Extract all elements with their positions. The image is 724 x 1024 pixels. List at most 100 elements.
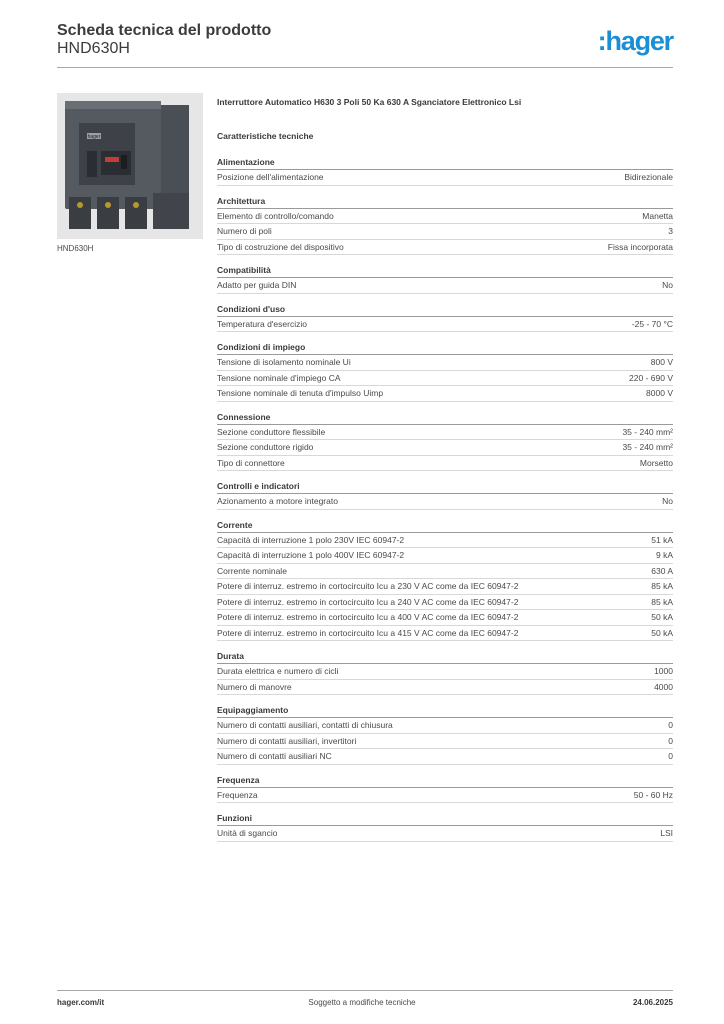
spec-label: Frequenza [217, 789, 258, 800]
product-image: hager [57, 93, 203, 239]
spec-value: 35 - 240 mm² [622, 442, 673, 452]
spec-label: Tensione nominale di tenuta d'impulso Ui… [217, 388, 384, 398]
spec-label: Numero di contatti ausiliari, contatti d… [217, 720, 393, 730]
spec-value: 0 [668, 751, 673, 761]
spec-label: Durata elettrica e numero di cicli [217, 666, 339, 676]
spec-row: Numero di manovre 4000 [217, 680, 673, 695]
spec-row: Tensione di isolamento nominale Ui 800 V [217, 355, 673, 371]
footer-website[interactable]: hager.com/it [57, 998, 105, 1007]
spec-label: Elemento di controllo/comando [217, 210, 334, 221]
section-title: Corrente [217, 519, 673, 533]
section-title: Equipaggiamento [217, 704, 673, 718]
spec-value: No [662, 280, 673, 290]
spec-value: 85 kA [651, 581, 673, 591]
header-divider [57, 67, 673, 68]
spec-label: Capacità di interruzione 1 polo 400V IEC… [217, 550, 405, 560]
section-title: Connessione [217, 411, 673, 425]
section-title: Alimentazione [217, 156, 673, 170]
spec-label: Tensione di isolamento nominale Ui [217, 357, 351, 367]
spec-value: 4000 [654, 681, 673, 692]
product-title: Interruttore Automatico H630 3 Poli 50 K… [217, 97, 522, 107]
spec-value: 50 kA [651, 627, 673, 638]
spec-value: 50 kA [651, 612, 673, 622]
section-title: Compatibilità [217, 264, 673, 278]
spec-value: 0 [668, 720, 673, 730]
spec-label: Posizione dell'alimentazione [217, 172, 324, 182]
spec-label: Potere di interruz. estremo in cortocirc… [217, 627, 519, 638]
page-title: Scheda tecnica del prodotto [57, 22, 272, 39]
spec-value: Bidirezionale [624, 172, 673, 182]
spec-row: Unità di sgancio LSI [217, 826, 673, 842]
spec-label: Corrente nominale [217, 565, 287, 576]
spec-label: Numero di poli [217, 226, 272, 236]
spec-value: 3 [668, 226, 673, 236]
spec-label: Azionamento a motore integrato [217, 496, 338, 506]
spec-label: Temperatura d'esercizio [217, 318, 307, 329]
spec-value: 800 V [650, 357, 673, 367]
svg-text:hager: hager [88, 134, 101, 140]
spec-value: Manetta [642, 210, 673, 221]
spec-value: LSI [660, 828, 673, 838]
spec-value: 35 - 240 mm² [622, 426, 673, 437]
spec-value: 50 - 60 Hz [633, 789, 673, 800]
spec-value: 51 kA [651, 534, 673, 545]
spec-row: Capacità di interruzione 1 polo 400V IEC… [217, 548, 673, 564]
circuit-breaker-icon: hager [57, 93, 203, 239]
spec-row: Numero di contatti ausiliari, contatti d… [217, 718, 673, 734]
spec-label: Potere di interruz. estremo in cortocirc… [217, 596, 519, 607]
product-code: HND630H [57, 40, 130, 57]
spec-row: Temperatura d'esercizio -25 - 70 °C [217, 317, 673, 332]
spec-row: Posizione dell'alimentazione Bidirezional… [217, 170, 673, 186]
spec-label: Adatto per guida DIN [217, 280, 297, 290]
hager-logo-text: :hager [597, 26, 675, 56]
section-title: Frequenza [217, 774, 673, 788]
spec-row: Frequenza 50 - 60 Hz [217, 788, 673, 803]
spec-value: -25 - 70 °C [631, 318, 673, 329]
spec-value: 1000 [654, 666, 673, 676]
spec-label: Numero di manovre [217, 681, 292, 692]
section-title: Funzioni [217, 812, 673, 826]
spec-row: Tensione nominale d'impiego CA 220 - 690 … [217, 371, 673, 386]
hager-logo: :hager [597, 26, 675, 56]
spec-label: Capacità di interruzione 1 polo 230V IEC… [217, 534, 405, 545]
spec-value: 220 - 690 V [629, 372, 673, 383]
spec-row: Potere di interruz. estremo in cortocirc… [217, 626, 673, 641]
spec-value: Morsetto [639, 457, 673, 468]
section-title: Condizioni di impiego [217, 341, 673, 355]
spec-row: Numero di poli 3 [217, 224, 673, 240]
spec-label: Tensione nominale d'impiego CA [217, 372, 341, 383]
spec-row: Numero di contatti ausiliari NC 0 [217, 749, 673, 765]
footer-note: Soggetto a modifiche tecniche [308, 998, 416, 1007]
spec-value: 9 kA [655, 550, 673, 560]
spec-label: Potere di interruz. estremo in cortocirc… [217, 581, 519, 591]
spec-row: Potere di interruz. estremo in cortocirc… [217, 610, 673, 626]
spec-row: Numero di contatti ausiliari, invertitor… [217, 734, 673, 749]
spec-label: Numero di contatti ausiliari, invertitor… [217, 735, 357, 746]
spec-label: Numero di contatti ausiliari NC [217, 751, 332, 761]
spec-value: 8000 V [646, 388, 673, 398]
image-caption: HND630H [57, 244, 94, 253]
spec-label: Tipo di costruzione del dispositivo [217, 241, 344, 252]
spec-label: Potere di interruz. estremo in cortocirc… [217, 612, 519, 622]
spec-row: Tensione nominale di tenuta d'impulso Ui… [217, 386, 673, 402]
spec-row: Capacità di interruzione 1 polo 230V IEC… [217, 533, 673, 548]
section-title: Architettura [217, 195, 673, 209]
spec-label: Unità di sgancio [217, 828, 278, 838]
spec-value: 0 [668, 735, 673, 746]
